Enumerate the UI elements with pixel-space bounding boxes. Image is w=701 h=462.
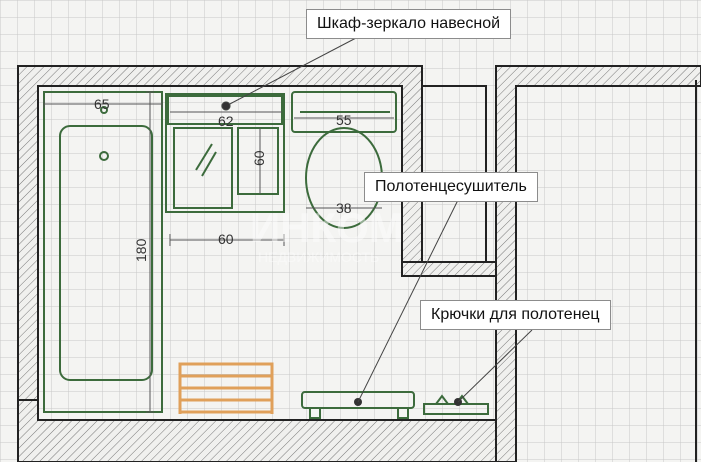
leader-mirror [225, 37, 357, 107]
mirror-glare [195, 143, 213, 171]
dim-bathtub-width: 65 [94, 96, 110, 112]
dim-toilet-clearance: 38 [336, 200, 352, 216]
vanity-basin [173, 127, 233, 209]
dim-cabinet-width: 62 [218, 113, 234, 129]
toilet-tank [291, 91, 397, 133]
bathtub-drain [99, 151, 109, 161]
partition-wall [401, 261, 497, 277]
walls [17, 65, 701, 462]
bathtub-dimensions [43, 91, 163, 413]
adjacent-room-wall [495, 65, 701, 462]
bathtub [43, 91, 163, 413]
callout-leaders [221, 37, 533, 403]
bathtub-inner [59, 125, 153, 381]
dim-bathtub-length: 180 [133, 238, 149, 262]
mirror-glare-2 [201, 151, 217, 177]
callout-towel-dryer: Полотенцесушитель [364, 172, 538, 202]
dim-cabinet-depth: 60 [251, 150, 267, 166]
toilet-dimensions [294, 117, 394, 209]
toilet-partition [422, 85, 487, 262]
leader-dryer [357, 199, 459, 403]
bathtub-outer [43, 91, 163, 413]
bathtub-faucet [100, 106, 108, 114]
leader-hooks [457, 329, 533, 403]
watermark-logo: ИНКОМ [250, 204, 404, 251]
vanity-drawer [237, 127, 279, 195]
vanity-dimensions [169, 111, 285, 246]
dim-vanity-clearance: 60 [218, 231, 234, 247]
callout-mirror-cabinet: Шкаф-зеркало навесной [306, 9, 512, 39]
vanity-top [167, 95, 283, 125]
vanity-cabinet [165, 93, 285, 213]
callout-towel-hooks: Крючки для полотенец [420, 300, 611, 330]
dim-toilet-width: 55 [336, 112, 352, 128]
towel-rack [178, 362, 274, 414]
watermark-subtitle: НЕДВИЖИМОСТЬ [258, 249, 379, 265]
